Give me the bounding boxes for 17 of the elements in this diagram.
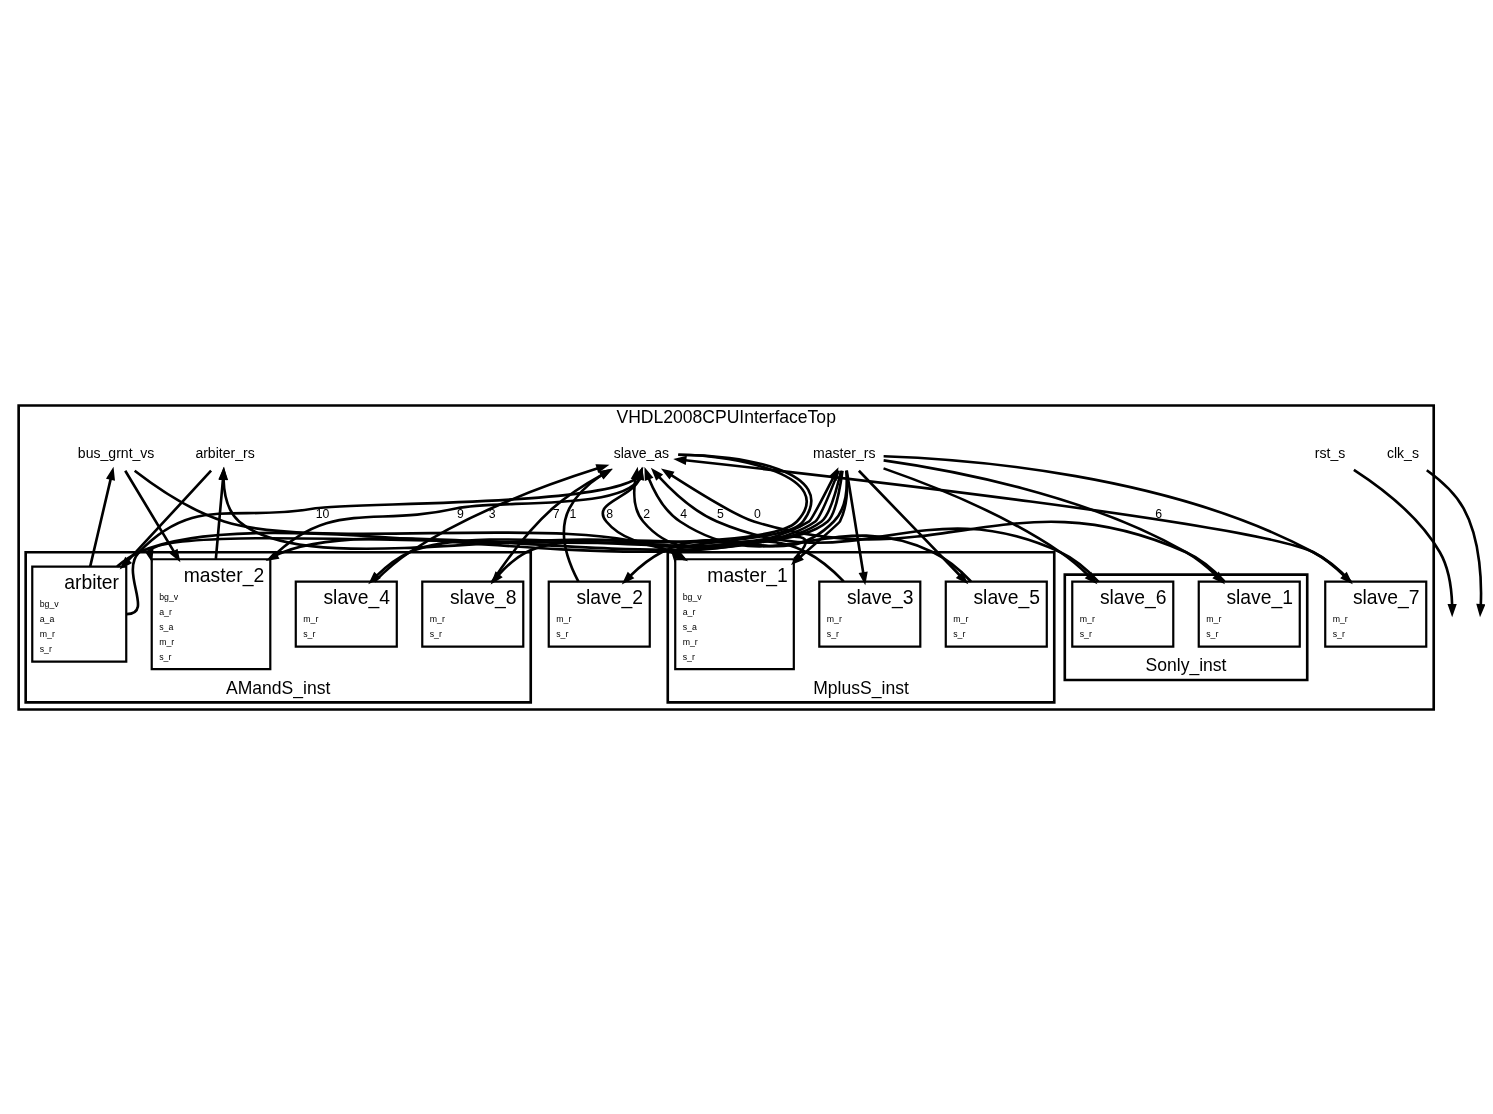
node-text: rst_s [1314,444,1346,461]
edge-label: 8 [606,506,614,521]
node-text: clk_s [1386,444,1419,461]
node-text: arbiter_rs [195,444,255,461]
edge-label: 10 [315,506,330,521]
edge-label: 9 [457,506,464,521]
edge-label: 2 [643,506,651,521]
node-text: slave_as [613,444,670,461]
edge-label: 1 [569,506,577,521]
node-text: bus_grnt_vs [77,444,155,461]
node-text: master_rs [813,444,876,461]
edge-label: 3 [488,506,496,521]
edge-label: 4 [680,506,687,521]
edge-label: 6 [1155,506,1163,521]
edge-label: 0 [753,506,761,521]
edge-label: 7 [552,506,560,521]
edge-label: 5 [717,506,724,521]
